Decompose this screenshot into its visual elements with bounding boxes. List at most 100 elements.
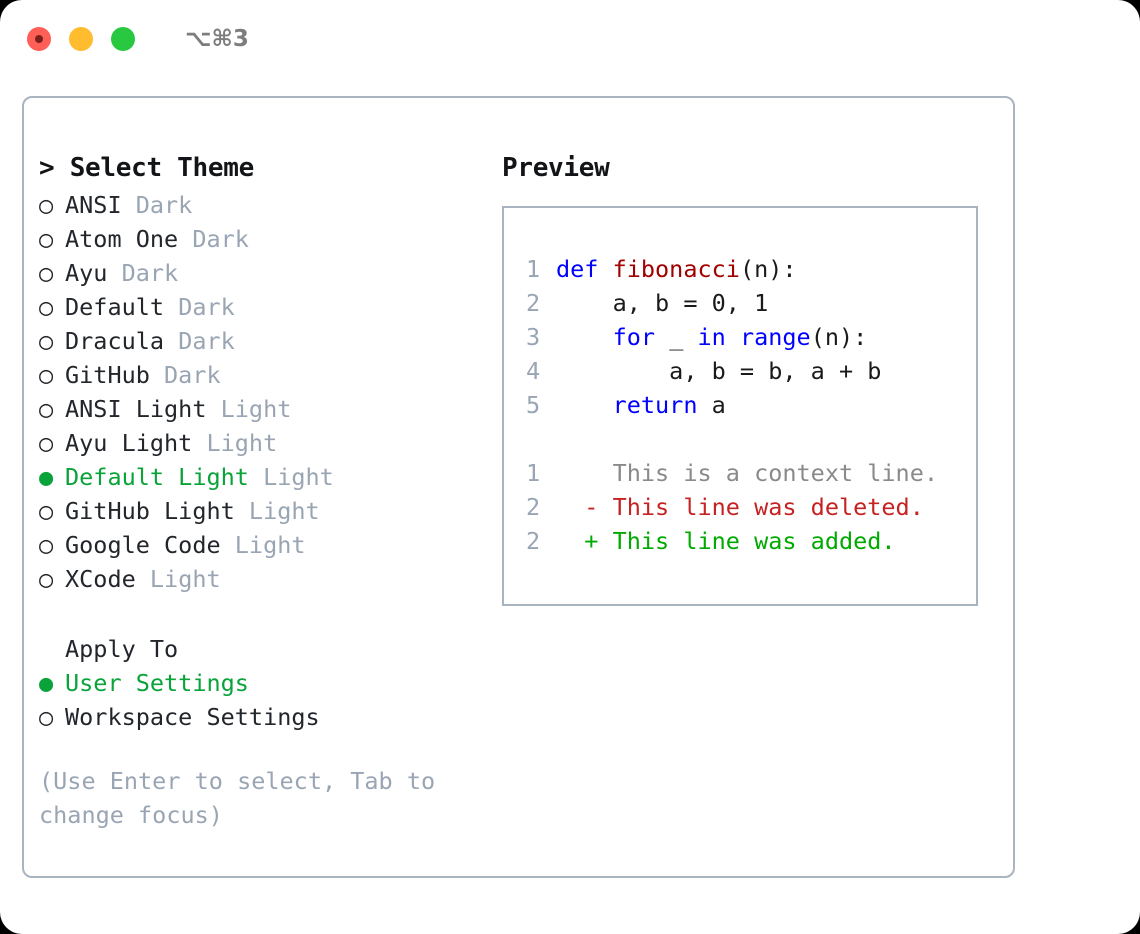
theme-option-label: XCode [65,565,136,593]
theme-variant-badge: Dark [164,327,235,355]
theme-option-default-light[interactable]: ●Default Light Light [39,460,489,494]
diff-marker [556,459,613,487]
radio-unselected-icon: ○ [39,293,54,321]
theme-variant-badge: Light [206,395,292,423]
radio-unselected-icon: ○ [39,259,54,287]
theme-variant-badge: Dark [178,225,249,253]
diff-text: This line was added. [612,527,896,555]
hint-gap [39,734,489,764]
line-number: 4 [526,357,541,385]
preview-title: Preview [502,153,610,183]
line-number: 3 [526,323,541,351]
theme-option-xcode[interactable]: ○ XCode Light [39,562,489,596]
radio-unselected-icon: ○ [39,565,54,593]
diff-text: This is a context line. [612,459,939,487]
apply-to-option-label: Workspace Settings [65,703,320,731]
theme-option-label: Google Code [65,531,221,559]
theme-option-label: Ayu Light [65,429,193,457]
theme-option-ansi[interactable]: ○ ANSI Dark [39,188,489,222]
theme-variant-badge: Dark [164,293,235,321]
code-token [556,323,613,351]
theme-option-ayu[interactable]: ○ Ayu Dark [39,256,489,290]
theme-variant-badge: Dark [107,259,179,287]
radio-unselected-icon: ○ [39,429,54,457]
theme-option-dracula[interactable]: ○ Dracula Dark [39,324,489,358]
apply-to-option-user-settings[interactable]: ● User Settings [39,666,489,700]
theme-variant-badge: Light [248,463,334,491]
theme-option-ansi-light[interactable]: ○ ANSI Light Light [39,392,489,426]
code-token: a, b = b, a + b [556,357,882,385]
code-diff-gap [526,422,976,456]
code-token: def [556,255,613,283]
theme-variant-badge: Dark [121,191,193,219]
radio-unselected-icon: ○ [39,191,54,219]
diff-line: 2 + This line was added. [526,524,976,558]
code-token: (n): [810,323,868,351]
code-line: 3 for _ in range(n): [526,320,976,354]
theme-option-github[interactable]: ○ GitHub Dark [39,358,489,392]
code-token: a [697,391,726,419]
theme-list[interactable]: ○ANSI Dark○Atom One Dark○Ayu Dark○Defaul… [39,188,489,596]
theme-option-label: ANSI Light [65,395,207,423]
keyboard-shortcut-label: ⌥⌘3 [185,26,249,52]
apply-to-list[interactable]: ● User Settings ○ Workspace Settings [39,666,489,734]
title-bar: ⌥⌘3 [0,0,1140,78]
diff-sample: 1 This is a context line.2 - This line w… [526,456,976,558]
diff-line: 1 This is a context line. [526,456,976,490]
code-token: for [612,323,656,351]
line-number: 2 [526,289,541,317]
theme-option-ayu-light[interactable]: ○Ayu Light Light [39,426,489,460]
line-number: 2 [526,527,541,555]
radio-unselected-icon: ○ [39,497,54,525]
radio-unselected-icon: ○ [39,225,54,253]
apply-to-option-label: User Settings [65,669,249,697]
code-token: fibonacci [612,255,740,283]
theme-option-atom-one[interactable]: ○ Atom One Dark [39,222,489,256]
keyboard-hint: (Use Enter to select, Tab to change focu… [39,767,436,829]
code-line: 2 a, b = 0, 1 [526,286,976,320]
maximize-button[interactable] [111,27,135,51]
theme-option-google-code[interactable]: ○Google Code Light [39,528,489,562]
theme-option-label: Default Light [65,463,249,491]
code-token: return [612,391,698,419]
code-token: _ [655,323,698,351]
code-token: range [739,323,811,351]
radio-unselected-icon: ○ [39,703,54,731]
window-controls [27,27,135,51]
diff-marker: - [556,493,613,521]
diff-line: 2 - This line was deleted. [526,490,976,524]
line-number: 5 [526,391,541,419]
theme-variant-badge: Light [135,565,221,593]
code-line: 4 a, b = b, a + b [526,354,976,388]
section-gap [39,596,489,632]
theme-option-label: Atom One [65,225,179,253]
theme-option-default[interactable]: ○Default Dark [39,290,489,324]
select-theme-header: > Select Theme [39,153,254,183]
theme-variant-badge: Dark [149,361,221,389]
radio-unselected-icon: ○ [39,361,54,389]
code-token: (n): [739,255,797,283]
diff-text: This line was deleted. [612,493,924,521]
line-number: 1 [526,459,541,487]
radio-unselected-icon: ○ [39,531,54,559]
code-line: 1 def fibonacci(n): [526,252,976,286]
radio-selected-icon: ● [39,669,54,697]
code-token: a, b = 0, 1 [556,289,769,317]
close-button[interactable] [27,27,51,51]
theme-option-label: Dracula [65,327,165,355]
theme-option-label: Ayu [65,259,108,287]
apply-to-title: Apply To [65,635,179,663]
code-line: 5 return a [526,388,976,422]
minimize-button[interactable] [69,27,93,51]
line-number: 1 [526,255,541,283]
radio-unselected-icon: ○ [39,395,54,423]
diff-marker: + [556,527,613,555]
line-number: 2 [526,493,541,521]
theme-option-github-light[interactable]: ○GitHub Light Light [39,494,489,528]
theme-option-label: GitHub [65,361,150,389]
apply-to-option-workspace-settings[interactable]: ○ Workspace Settings [39,700,489,734]
dialog-panel: > Select Theme ○ANSI Dark○Atom One Dark○… [22,96,1015,878]
theme-option-label: ANSI [65,191,122,219]
radio-unselected-icon: ○ [39,327,54,355]
